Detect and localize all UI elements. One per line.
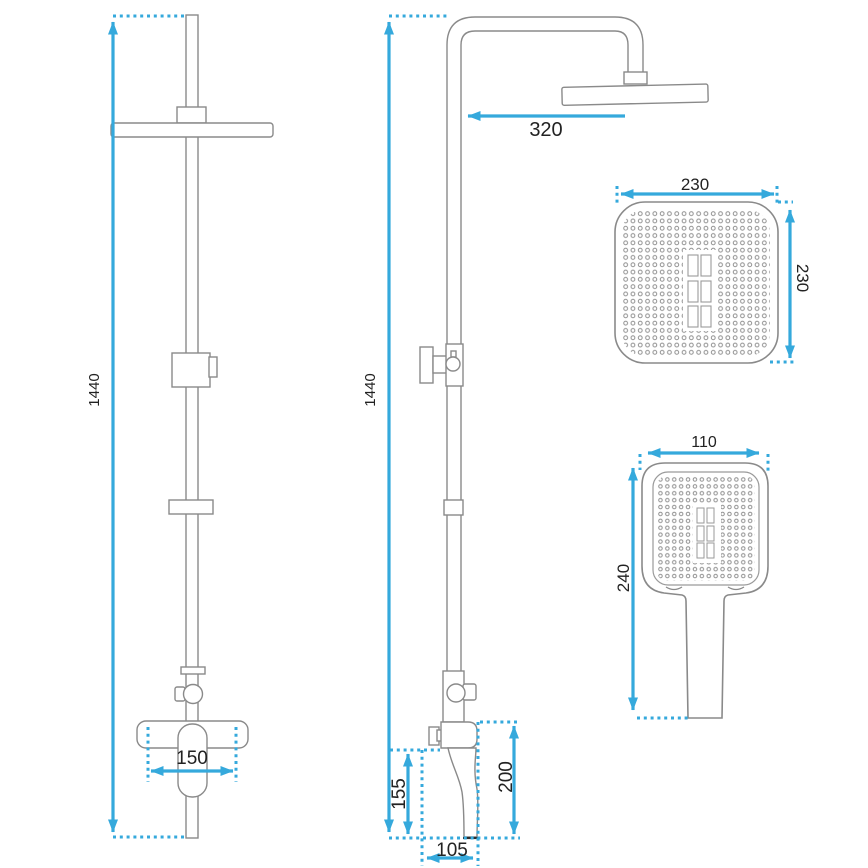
front-head-bar [110, 122, 274, 138]
front-slider-ring [168, 499, 214, 515]
front-slider-knob [208, 356, 218, 378]
front-head-connector [176, 106, 207, 124]
label-head-width: 230 [681, 175, 709, 194]
label-arm-reach: 320 [529, 119, 562, 141]
label-spout-depth: 105 [436, 840, 468, 861]
hand-shower-detail-arc-left [665, 586, 683, 591]
head-face-center-jets [687, 254, 712, 328]
head-face-drawing [614, 201, 779, 364]
side-bracket-arm [432, 355, 448, 374]
side-head-slab [561, 83, 709, 106]
side-head-connector [623, 71, 648, 85]
dimension-labels: 1440 150 1440 320 155 200 105 230 230 11… [86, 119, 812, 861]
side-spout [447, 747, 479, 838]
label-spout-clearance: 155 [389, 778, 410, 810]
front-view-drawing [110, 14, 274, 839]
side-slider-ring [443, 499, 464, 516]
hand-shower-detail-arc-right [727, 586, 745, 591]
label-hand-length: 240 [614, 564, 633, 592]
front-slider-bracket [171, 352, 211, 388]
label-hand-width: 110 [691, 434, 717, 451]
side-bracket-knob [445, 356, 461, 372]
label-side-height: 1440 [362, 373, 379, 406]
front-diverter [182, 683, 204, 705]
side-bracket-wall-plate [419, 346, 434, 384]
label-head-depth: 230 [793, 264, 812, 292]
front-pipe-joint [180, 666, 206, 675]
side-diverter [446, 683, 466, 703]
dimension-lines [108, 21, 795, 863]
side-bracket-pin [450, 350, 457, 358]
front-riser-pipe [185, 14, 199, 839]
side-mixer-body [440, 721, 478, 749]
hand-shower-center-jets [696, 507, 715, 559]
front-mixer-handle [177, 723, 208, 798]
side-view-drawing [419, 16, 709, 840]
hand-shower-drawing [641, 462, 769, 719]
extension-lines [113, 14, 794, 866]
label-mixer-width: 150 [176, 748, 208, 769]
label-outlet-height: 200 [496, 761, 517, 793]
label-front-height: 1440 [86, 373, 103, 406]
